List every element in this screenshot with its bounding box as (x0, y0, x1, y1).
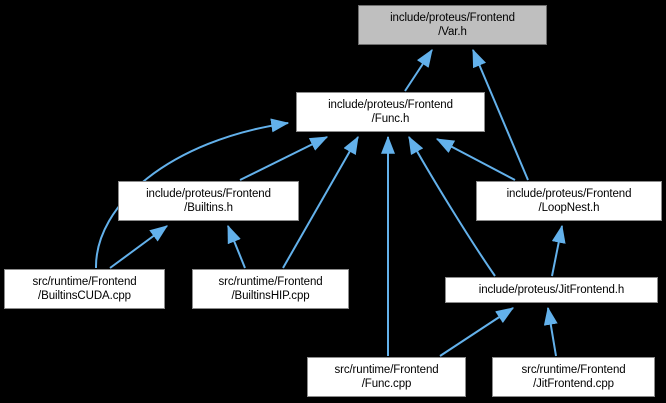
node-builtinscuda-cpp[interactable]: src/runtime/Frontend /BuiltinsCUDA.cpp (4, 269, 165, 309)
node-jitfrontend-h-label-line1: include/proteus/JitFrontend.h (478, 284, 625, 296)
node-func-cpp-label-line1: src/runtime/Frontend (334, 364, 439, 376)
node-jitfrontend-cpp[interactable]: src/runtime/Frontend /JitFrontend.cpp (492, 357, 655, 397)
edge-builtins-h-to-func-h (239, 136, 329, 181)
node-func-h-label-line2: /Func.h (371, 113, 410, 125)
node-builtins-h[interactable]: include/proteus/Frontend /Builtins.h (118, 181, 299, 221)
edge-func-cpp-to-jitfrontend-h (439, 307, 515, 357)
edge-jitfrontend-h-to-func-h (408, 135, 496, 277)
node-loopnest-h-label-line1: include/proteus/Frontend (506, 188, 632, 200)
node-loopnest-h[interactable]: include/proteus/Frontend /LoopNest.h (476, 181, 662, 221)
node-builtinship-cpp-label-line2: /BuiltinsHIP.cpp (231, 290, 310, 302)
node-func-cpp-label-line2: /Func.cpp (361, 378, 412, 390)
edge-loopnest-h-to-func-h (435, 138, 516, 181)
edge-loopnest-h-to-var-h (472, 48, 529, 181)
edge-func-h-to-var-h (404, 48, 433, 92)
edge-jitfrontend-h-to-loopnest-h (551, 224, 566, 277)
node-func-h-label-line1: include/proteus/Frontend (328, 99, 453, 111)
node-var-h-label-line1: include/proteus/Frontend (390, 12, 515, 24)
node-builtins-h-label-line1: include/proteus/Frontend (146, 188, 271, 200)
node-jitfrontend-cpp-label-line1: src/runtime/Frontend (521, 364, 626, 376)
edge-builtinscuda-cpp-to-func-h (94, 118, 290, 269)
node-loopnest-h-label-line2: /LoopNest.h (538, 202, 600, 214)
edge-builtinship-cpp-to-func-h (282, 135, 359, 269)
node-builtinscuda-cpp-label-line2: /BuiltinsCUDA.cpp (38, 290, 131, 302)
node-jitfrontend-h[interactable]: include/proteus/JitFrontend.h (445, 277, 658, 303)
edge-builtinship-cpp-to-builtins-h (227, 224, 246, 269)
node-jitfrontend-cpp-label-line2: /JitFrontend.cpp (533, 378, 614, 390)
node-var-h[interactable]: include/proteus/Frontend /Var.h (358, 5, 547, 45)
node-func-h[interactable]: include/proteus/Frontend /Func.h (296, 92, 485, 132)
node-builtinship-cpp-label-line1: src/runtime/Frontend (218, 276, 323, 288)
edge-builtinscuda-cpp-to-builtins-h (109, 225, 168, 269)
node-func-cpp[interactable]: src/runtime/Frontend /Func.cpp (307, 357, 466, 397)
node-builtinscuda-cpp-label-line1: src/runtime/Frontend (32, 276, 137, 288)
node-var-h-label-line2: /Var.h (438, 26, 467, 38)
node-builtins-h-label-line2: /Builtins.h (184, 202, 233, 214)
node-builtinship-cpp[interactable]: src/runtime/Frontend /BuiltinsHIP.cpp (192, 269, 349, 309)
edge-jitfrontend-cpp-to-jitfrontend-h (543, 306, 558, 357)
